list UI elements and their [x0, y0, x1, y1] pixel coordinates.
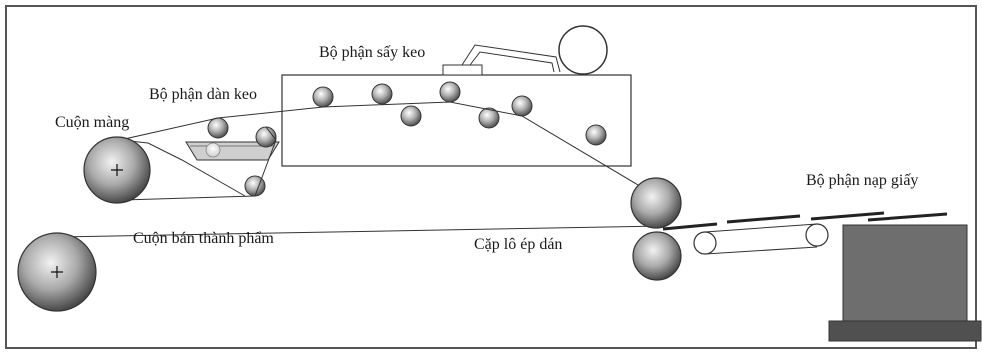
dryer-roller: [439, 81, 461, 103]
dryer-roller: [371, 83, 393, 105]
film-web-upper: [119, 101, 661, 199]
dryer-label: Bộ phận sấy keo: [319, 44, 426, 61]
film-roll-axle: [111, 164, 123, 176]
semi-product-roll-axle: [51, 266, 63, 278]
dryer-duct-inner: [469, 51, 555, 73]
dryer-duct-outer: [461, 44, 561, 73]
dryer-duct-base: [442, 64, 483, 76]
conveyor-belt: [704, 223, 818, 255]
paper-feeder-label: Bộ phận nạp giấy: [806, 172, 919, 189]
dryer-roller: [585, 124, 607, 146]
film-roll: [83, 136, 151, 204]
film-roll-label: Cuộn màng: [55, 114, 130, 131]
dryer-roller: [511, 95, 533, 117]
applicator-roller: [244, 175, 266, 197]
glue-pickup-roller: [205, 142, 221, 158]
feeder-base: [828, 320, 982, 342]
conveyor-roller: [693, 231, 717, 255]
glue-applicator: [185, 117, 280, 197]
dryer-roller: [312, 86, 334, 108]
film-web-lower: [123, 126, 277, 201]
product-web: [57, 225, 661, 238]
semi-product-roll: [17, 232, 97, 312]
dryer-unit: [281, 25, 632, 167]
paper-sheet: [810, 211, 885, 221]
paper-sheet: [726, 214, 801, 224]
paper-feeder: [662, 211, 982, 342]
dryer-roller: [478, 107, 500, 129]
paper-stack: [842, 224, 968, 322]
paper-sheet: [662, 222, 718, 231]
applicator-roller: [207, 117, 229, 139]
dryer-roller: [400, 105, 422, 127]
applicator-roller: [255, 126, 277, 148]
blower-fan: [558, 25, 608, 75]
glue-applicator-label: Bộ phận dàn keo: [149, 86, 257, 103]
press-roller-bottom: [632, 231, 682, 281]
press-roller-top: [630, 177, 682, 229]
outer-frame: [5, 5, 977, 349]
semi-product-roll-label: Cuộn bán thành phẩm: [133, 230, 274, 247]
conveyor-roller: [805, 223, 829, 247]
press-rollers: [630, 177, 682, 281]
paper-sheet: [867, 212, 948, 222]
press-rollers-label: Cặp lô ép dán: [474, 236, 563, 253]
